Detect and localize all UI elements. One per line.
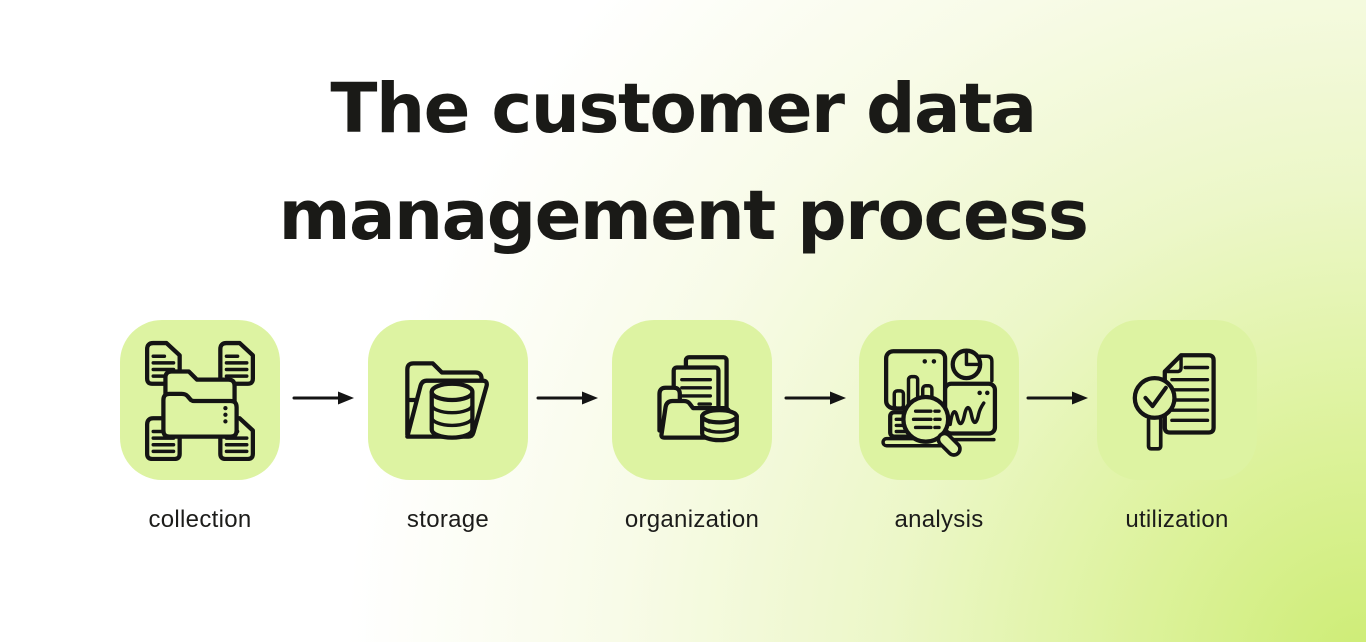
utilization-icon [1132,353,1216,451]
title-line-2: management process [278,176,1089,256]
arrow-right-icon [1026,391,1088,405]
analysis-icon [881,348,998,457]
step-collection: collection [120,320,280,534]
step-utilization: utilization [1097,320,1257,534]
arrow-right-icon [536,391,598,405]
step-label-collection: collection [148,506,252,533]
title-line-1: The customer data [330,69,1037,149]
collection-icon [144,340,256,461]
collection-tile [120,320,280,480]
arrow-right-icon [784,391,846,405]
storage-tile [368,320,528,480]
analysis-tile [859,320,1019,480]
step-label-organization: organization [624,506,760,533]
organization-tile [612,320,772,480]
step-storage: storage [368,320,528,534]
organization-icon [657,355,739,443]
step-organization: organization [612,320,772,534]
step-label-utilization: utilization [1125,506,1229,533]
step-label-analysis: analysis [894,506,984,533]
arrow-right-icon [292,391,354,405]
utilization-tile [1097,320,1257,480]
step-label-storage: storage [406,506,490,533]
step-analysis: analysis [859,320,1019,534]
storage-icon [405,361,489,440]
page-title: The customer data management process [0,56,1366,270]
